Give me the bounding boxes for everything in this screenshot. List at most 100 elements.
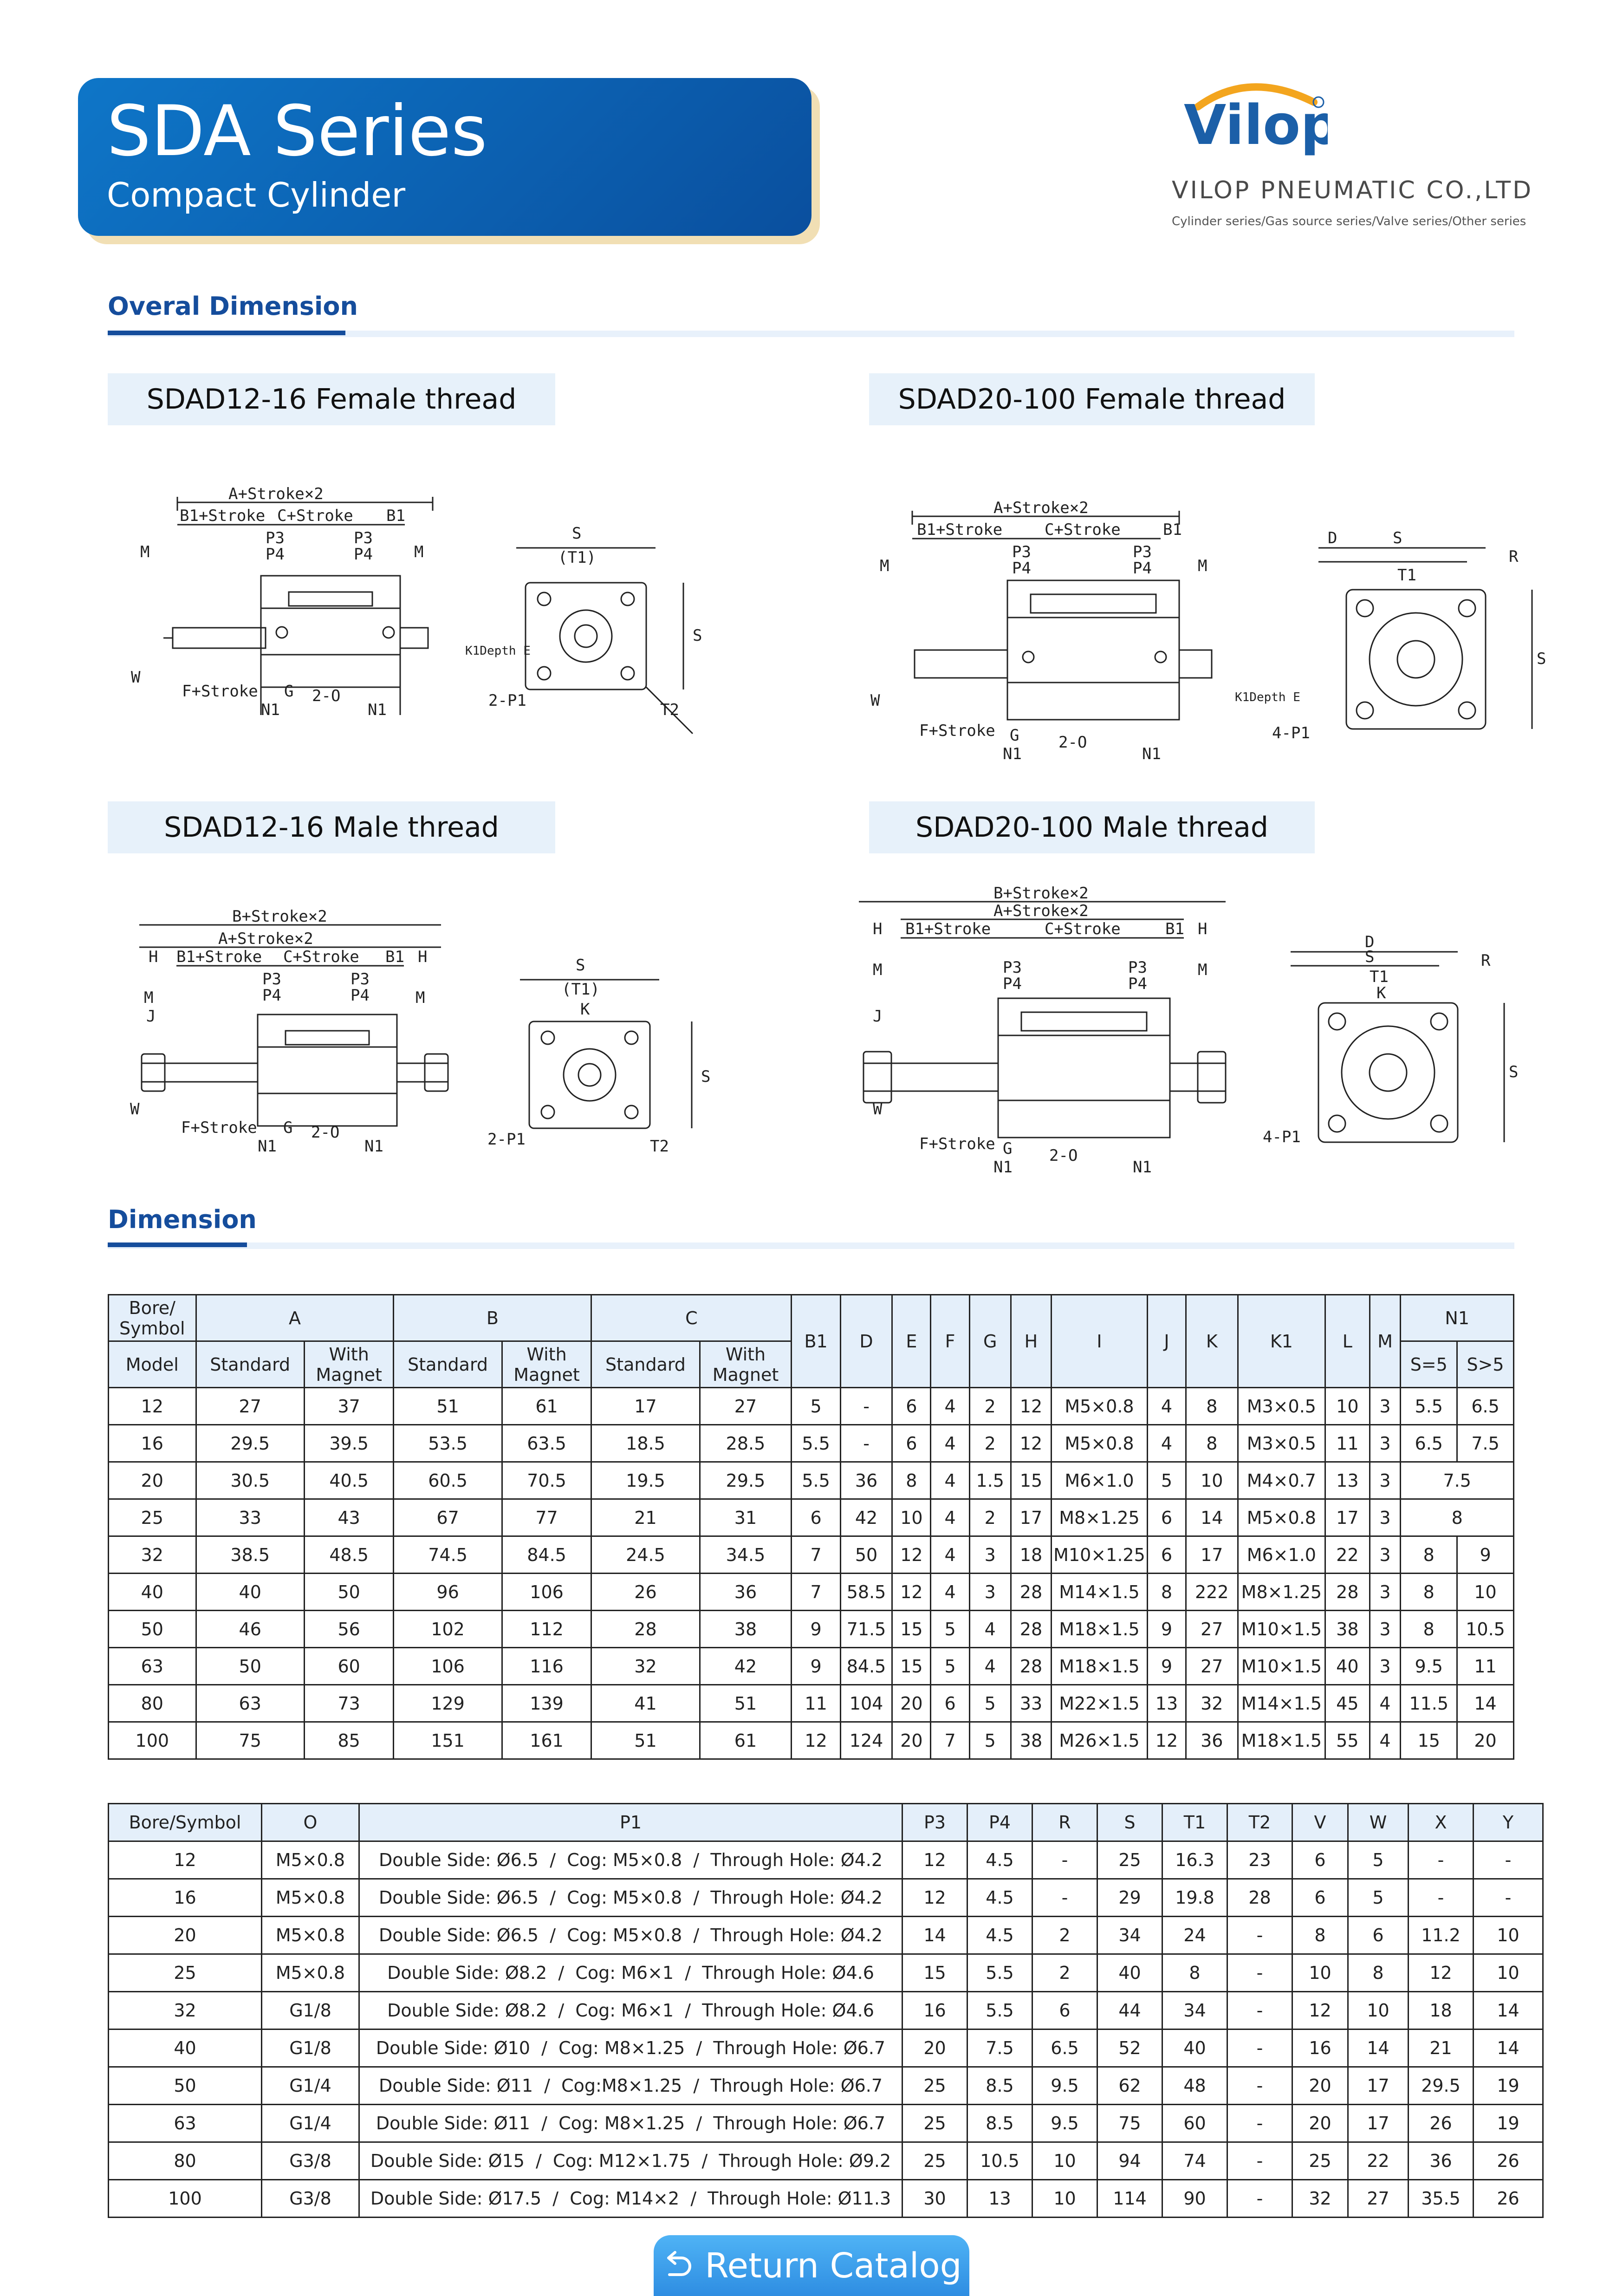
- table-cell: M5×0.8: [1051, 1387, 1148, 1425]
- table-cell: 60: [303, 1647, 395, 1685]
- dim-label: J: [873, 1007, 882, 1026]
- table-header-c: C: [591, 1294, 792, 1342]
- dim-label: N1: [1003, 745, 1022, 763]
- table-cell: 8: [1146, 1573, 1187, 1611]
- table-cell: 15: [1010, 1461, 1052, 1500]
- dim-label: B1+Stroke: [180, 507, 265, 525]
- table-cell: 94: [1097, 2141, 1163, 2180]
- table-cell: 25: [902, 2066, 968, 2105]
- dim-label: H: [418, 948, 427, 966]
- table-cell: Double Side: Ø15 / Cog: M12×1.75 / Throu…: [358, 2141, 903, 2180]
- table-cell: 28: [1227, 1878, 1293, 1917]
- table-cell: 41: [591, 1684, 701, 1723]
- table-cell: 73: [303, 1684, 395, 1723]
- table-header-col: T2: [1227, 1803, 1293, 1842]
- dim-label: P3: [354, 529, 373, 547]
- dim-label: S: [1393, 529, 1402, 547]
- section-title-overall: Overal Dimension: [108, 292, 358, 321]
- table-cell: M26×1.5: [1051, 1721, 1148, 1760]
- table-cell: 61: [699, 1721, 792, 1760]
- dim-label: H: [1198, 920, 1207, 938]
- table-cell: M6×1.0: [1051, 1461, 1148, 1500]
- dim-label: M: [144, 989, 153, 1007]
- table-cell: -: [1227, 2179, 1293, 2218]
- table-cell: 11: [1324, 1424, 1370, 1463]
- table-cell: 52: [1097, 2029, 1163, 2068]
- section-title-dimension: Dimension: [108, 1205, 257, 1234]
- dim-label: S: [693, 626, 702, 645]
- table-cell: 38: [1324, 1610, 1370, 1648]
- table-cell: Double Side: Ø8.2 / Cog: M6×1 / Through …: [358, 1991, 903, 2030]
- page-subtitle: Compact Cylinder: [107, 176, 406, 215]
- table-cell: 7: [791, 1573, 841, 1611]
- table-cell: 5: [791, 1387, 841, 1425]
- table-cell: 15: [891, 1647, 932, 1685]
- table-cell: M10×1.5: [1237, 1647, 1326, 1685]
- dim-label: W: [131, 668, 141, 687]
- dim-label: P4: [1003, 975, 1022, 993]
- table-cell: 4: [930, 1573, 970, 1611]
- table-cell: 106: [501, 1573, 592, 1611]
- table-cell: 74: [1162, 2141, 1228, 2180]
- table-header-a: A: [195, 1294, 395, 1342]
- dim-label: 4-P1: [1263, 1128, 1301, 1146]
- table-cell: G3/8: [261, 2179, 360, 2218]
- dim-label: M: [880, 557, 889, 575]
- dim-label: F+Stroke: [182, 682, 258, 701]
- table-cell: 20: [891, 1721, 932, 1760]
- dim-label: P3: [351, 970, 370, 989]
- table-cell: 3: [1369, 1535, 1402, 1574]
- table-header-standard: Standard: [393, 1340, 503, 1388]
- table-cell: 23: [1227, 1841, 1293, 1880]
- table-cell: 6: [1347, 1916, 1409, 1955]
- table-cell: 124: [839, 1721, 893, 1760]
- table-cell: 9: [1146, 1647, 1187, 1685]
- table-cell: M18×1.5: [1237, 1721, 1326, 1760]
- table-cell: 4: [930, 1387, 970, 1425]
- dim-label: F+Stroke: [919, 722, 995, 740]
- dim-label: B1+Stroke: [917, 520, 1002, 539]
- table-cell: 222: [1185, 1573, 1239, 1611]
- table-cell: 6: [791, 1498, 841, 1537]
- table-cell: 2: [968, 1424, 1012, 1463]
- dim-label: B1+Stroke: [176, 948, 262, 966]
- dim-label: N1: [368, 701, 387, 719]
- table-cell: -: [1473, 1841, 1544, 1880]
- table-cell: 34.5: [699, 1535, 792, 1574]
- table-cell: 114: [1097, 2179, 1163, 2218]
- table-cell: -: [1227, 2104, 1293, 2143]
- table-cell: 50: [108, 2066, 262, 2105]
- table-cell: -: [1227, 1916, 1293, 1955]
- table-cell: 16: [108, 1878, 262, 1917]
- table-cell: 63: [195, 1684, 305, 1723]
- table-cell: 6: [930, 1684, 970, 1723]
- dim-label: N1: [1142, 745, 1161, 763]
- dim-label: C+Stroke: [1045, 520, 1121, 539]
- table-cell: 151: [393, 1721, 503, 1760]
- table-cell: M14×1.5: [1237, 1684, 1326, 1723]
- table-cell: Double Side: Ø10 / Cog: M8×1.25 / Throug…: [358, 2029, 903, 2068]
- dim-label: M: [414, 543, 423, 561]
- table-cell: 34: [1162, 1991, 1228, 2030]
- table-cell: 9: [1456, 1535, 1514, 1574]
- table-cell: 32: [591, 1647, 701, 1685]
- dim-label: 2-P1: [488, 691, 526, 710]
- table-cell: 7: [930, 1721, 970, 1760]
- table-cell: 8: [891, 1461, 932, 1500]
- table-cell: 26: [1408, 2104, 1474, 2143]
- table-cell: -: [1032, 1878, 1098, 1917]
- table-cell: 29.5: [699, 1461, 792, 1500]
- dim-label: S: [572, 524, 581, 543]
- table-header-col: R: [1032, 1803, 1098, 1842]
- table-cell: 3: [1369, 1461, 1402, 1500]
- return-catalog-button[interactable]: Return Catalog: [654, 2235, 969, 2296]
- table-header-model: Model: [108, 1340, 197, 1388]
